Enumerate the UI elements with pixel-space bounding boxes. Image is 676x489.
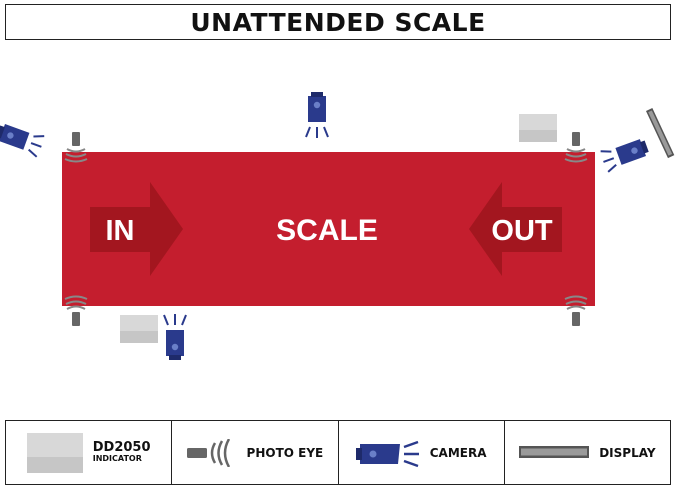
legend-label-display: DISPLAY: [599, 445, 656, 460]
title-box: UNATTENDED SCALE: [5, 4, 671, 40]
indicator-icon: [519, 114, 557, 142]
legend-label-indicator: DD2050 INDICATOR: [93, 441, 151, 463]
legend-item-display: DISPLAY: [505, 421, 670, 484]
indicator-icon: [26, 432, 83, 473]
in-label: IN: [106, 215, 135, 247]
indicator-model: DD2050: [92, 440, 151, 456]
page-title: UNATTENDED SCALE: [190, 7, 486, 37]
camera-icon: [305, 91, 329, 139]
scale-diagram: IN OUT SCALE: [0, 91, 675, 361]
photo-eye-icon: [186, 438, 230, 467]
display-icon: [646, 108, 675, 159]
legend-item-camera: CAMERA: [339, 421, 505, 484]
out-label: OUT: [491, 215, 553, 247]
out-arrow: [469, 182, 562, 276]
in-arrow: [90, 182, 183, 276]
display-icon: [519, 445, 590, 458]
indicator-icon: [120, 315, 158, 343]
legend-item-photo-eye: PHOTO EYE: [172, 421, 339, 484]
legend-item-indicator: DD2050 INDICATOR: [6, 421, 173, 484]
indicator-sublabel: INDICATOR: [92, 454, 142, 464]
camera-icon: [0, 119, 47, 159]
camera-icon: [355, 440, 419, 467]
camera-icon: [598, 134, 652, 174]
legend-label-photo-eye: PHOTO EYE: [246, 445, 324, 460]
legend: DD2050 INDICATOR PHOTO EYE CAMERA DISPLA…: [5, 420, 671, 485]
legend-label-camera: CAMERA: [429, 445, 487, 460]
scale-label: SCALE: [276, 214, 378, 247]
camera-icon: [163, 313, 187, 361]
